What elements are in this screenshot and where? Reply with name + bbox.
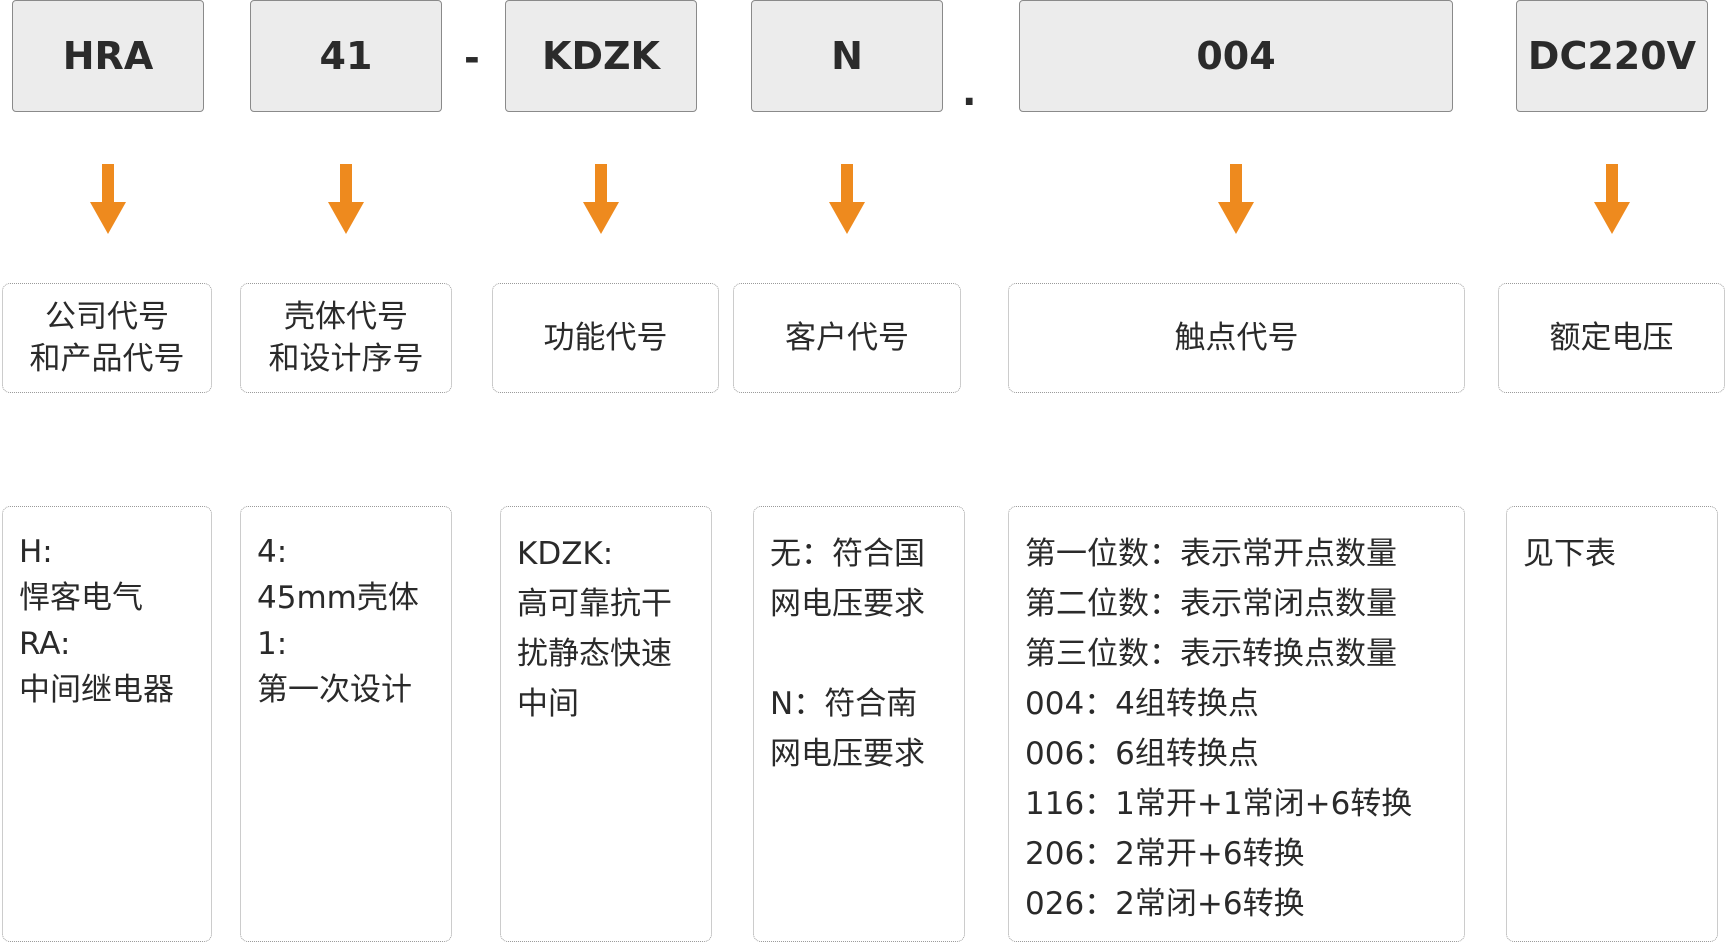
desc-line: 206：2常开+6转换 bbox=[1025, 836, 1305, 872]
code-box-contact: 004 bbox=[1019, 0, 1453, 112]
label-box-function: 功能代号 bbox=[492, 283, 719, 393]
desc-box-housing: 4: 45mm壳体 1: 第一次设计 bbox=[240, 506, 452, 942]
label-line: 功能代号 bbox=[543, 320, 668, 356]
spacer bbox=[770, 629, 964, 679]
label-line: 触点代号 bbox=[1174, 320, 1299, 356]
code-text: DC220V bbox=[1527, 34, 1697, 78]
code-text: 004 bbox=[1196, 34, 1276, 78]
desc-line: 中间 bbox=[517, 686, 579, 722]
desc-line: H: bbox=[19, 534, 53, 570]
desc-line: RA: bbox=[19, 626, 71, 662]
desc-line: KDZK: bbox=[517, 536, 614, 572]
label-box-housing: 壳体代号 和设计序号 bbox=[240, 283, 452, 393]
label-line: 和产品代号 bbox=[29, 341, 185, 377]
down-arrow-icon bbox=[1594, 164, 1630, 234]
code-box-company: HRA bbox=[12, 0, 204, 112]
desc-line: 网电压要求 bbox=[770, 586, 925, 622]
separator-dash: - bbox=[464, 36, 480, 80]
desc-line: 第二位数：表示常闭点数量 bbox=[1025, 586, 1397, 622]
desc-line: 第一位数：表示常开点数量 bbox=[1025, 536, 1397, 572]
desc-line: N：符合南 bbox=[770, 686, 918, 722]
label-line: 公司代号 bbox=[45, 299, 169, 335]
label-line: 和设计序号 bbox=[268, 341, 424, 377]
code-text: HRA bbox=[62, 34, 154, 78]
desc-line: 扰静态快速 bbox=[517, 636, 672, 672]
desc-line: 悍客电气 bbox=[19, 580, 143, 616]
down-arrow-icon bbox=[90, 164, 126, 234]
label-line: 壳体代号 bbox=[284, 299, 408, 335]
down-arrow-icon bbox=[1218, 164, 1254, 234]
desc-line: 006：6组转换点 bbox=[1025, 736, 1259, 772]
code-text: 41 bbox=[319, 34, 373, 78]
separator-dot: . bbox=[962, 70, 977, 114]
desc-line: 见下表 bbox=[1523, 536, 1616, 572]
desc-line: 004：4组转换点 bbox=[1025, 686, 1259, 722]
desc-box-customer: 无：符合国 网电压要求 N：符合南 网电压要求 bbox=[753, 506, 965, 942]
desc-line: 无：符合国 bbox=[770, 536, 925, 572]
desc-line: 中间继电器 bbox=[19, 672, 174, 708]
desc-box-contact: 第一位数：表示常开点数量 第二位数：表示常闭点数量 第三位数：表示转换点数量 0… bbox=[1008, 506, 1465, 942]
desc-line: 1: bbox=[257, 626, 288, 662]
code-text: KDZK bbox=[542, 34, 660, 78]
desc-line: 第三位数：表示转换点数量 bbox=[1025, 636, 1397, 672]
desc-line: 网电压要求 bbox=[770, 736, 925, 772]
desc-box-company: H: 悍客电气 RA: 中间继电器 bbox=[2, 506, 212, 942]
desc-line: 第一次设计 bbox=[257, 672, 412, 708]
code-box-housing: 41 bbox=[250, 0, 442, 112]
code-text: N bbox=[831, 34, 863, 78]
label-line: 客户代号 bbox=[785, 320, 909, 356]
down-arrow-icon bbox=[583, 164, 619, 234]
down-arrow-icon bbox=[328, 164, 364, 234]
desc-line: 026：2常闭+6转换 bbox=[1025, 886, 1305, 922]
code-box-function: KDZK bbox=[505, 0, 697, 112]
desc-line: 116：1常开+1常闭+6转换 bbox=[1025, 786, 1413, 822]
label-box-contact: 触点代号 bbox=[1008, 283, 1465, 393]
desc-line: 4: bbox=[257, 534, 288, 570]
code-box-customer: N bbox=[751, 0, 943, 112]
desc-line: 高可靠抗干 bbox=[517, 586, 672, 622]
label-box-customer: 客户代号 bbox=[733, 283, 961, 393]
label-line: 额定电压 bbox=[1549, 320, 1674, 356]
desc-box-function: KDZK: 高可靠抗干 扰静态快速 中间 bbox=[500, 506, 712, 942]
label-box-company: 公司代号 和产品代号 bbox=[2, 283, 212, 393]
code-box-voltage: DC220V bbox=[1516, 0, 1708, 112]
desc-line: 45mm壳体 bbox=[257, 580, 419, 616]
desc-box-voltage: 见下表 bbox=[1506, 506, 1718, 942]
label-box-voltage: 额定电压 bbox=[1498, 283, 1725, 393]
down-arrow-icon bbox=[829, 164, 865, 234]
